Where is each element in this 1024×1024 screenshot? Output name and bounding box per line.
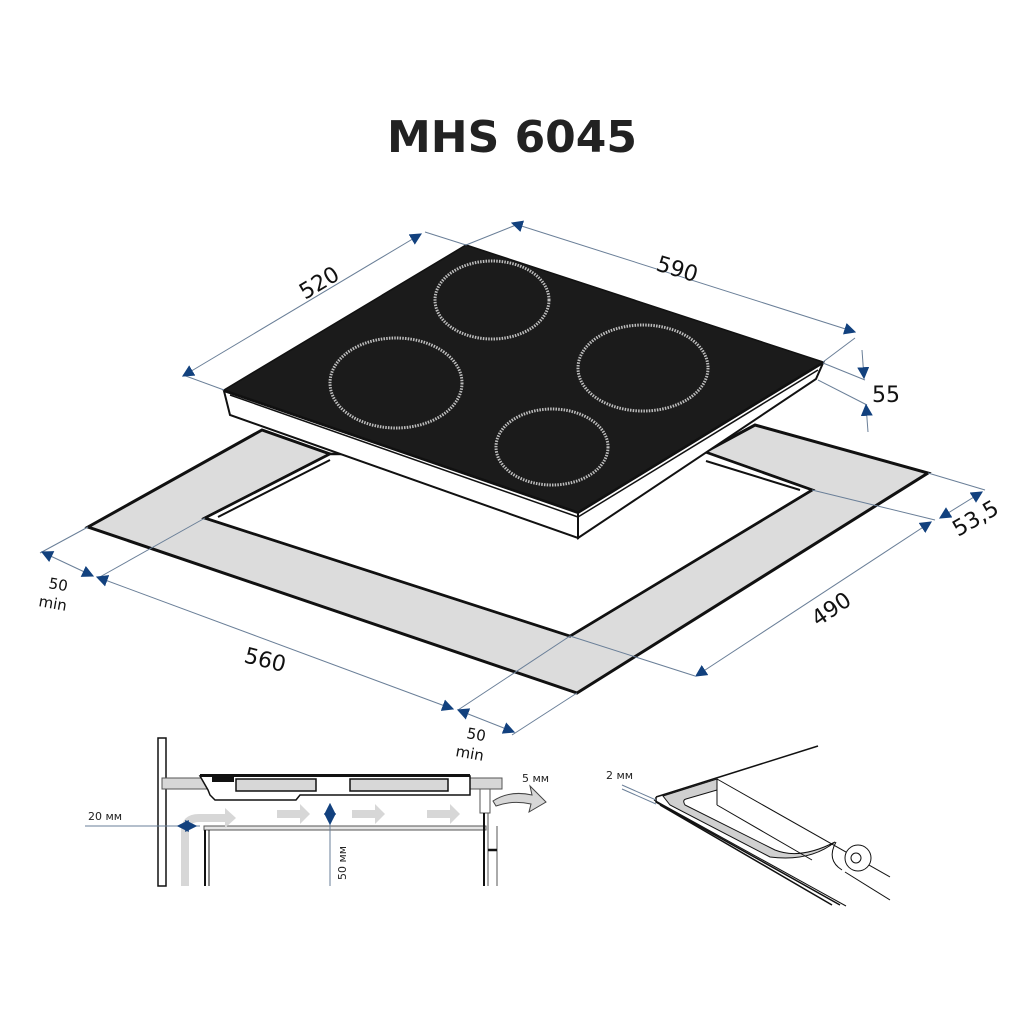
label-left-clearance-unit: min	[37, 592, 68, 615]
airflow-arrow	[352, 804, 385, 824]
hob-right-side	[577, 360, 826, 540]
label-seal-thickness: 2 мм	[606, 769, 633, 782]
label-front-clearance-unit: min	[454, 742, 485, 765]
dimension-front-clearance	[456, 692, 578, 736]
airflow-arrow	[427, 804, 460, 824]
label-vent-gap: 50 мм	[336, 846, 349, 880]
label-hob-height: 55	[872, 383, 900, 408]
label-hob-width: 590	[653, 252, 700, 288]
label-cutout-back-offset: 53,5	[949, 496, 1004, 542]
airflow-arrow-up	[181, 808, 236, 886]
dimension-cutout-back-offset	[811, 472, 986, 521]
dimension-cutout-width	[95, 517, 571, 711]
label-front-clearance-value: 50	[465, 724, 487, 745]
dimension-cutout-depth	[569, 521, 933, 677]
cutout-opening	[201, 450, 815, 638]
label-left-clearance-value: 50	[47, 574, 69, 595]
dimension-hob-width	[465, 220, 857, 363]
dimension-hob-depth	[181, 231, 467, 391]
label-side-gap: 20 мм	[88, 810, 122, 823]
seal-tape-detail	[621, 745, 891, 907]
dimension-left-clearance	[39, 526, 95, 577]
ventilation-cross-section	[85, 737, 547, 887]
dimension-hob-height	[817, 349, 873, 433]
burner-front-left	[328, 336, 464, 430]
label-cutout-width: 560	[242, 644, 289, 678]
label-rear-gap: 5 мм	[522, 772, 549, 785]
label-hob-depth: 520	[295, 262, 344, 305]
airflow-exhaust-arrow	[492, 784, 547, 814]
model-title: MHS 6045	[386, 112, 638, 163]
burner-front-right	[494, 407, 610, 487]
label-cutout-depth: 490	[807, 588, 856, 632]
airflow-arrow	[277, 804, 310, 824]
